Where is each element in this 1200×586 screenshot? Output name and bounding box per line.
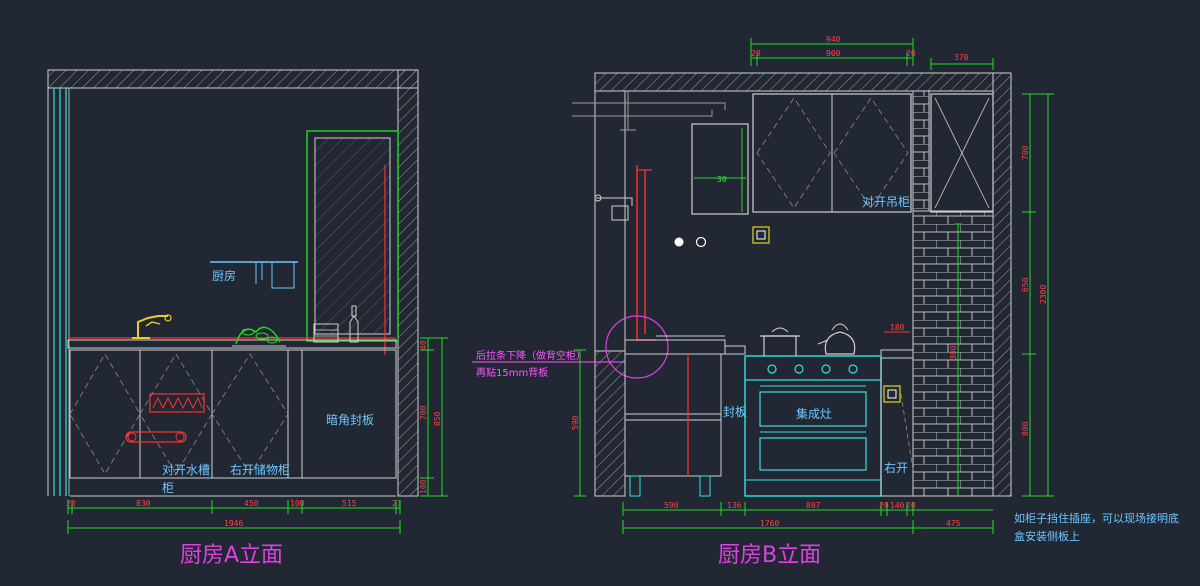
dim-b-t0: 940 (826, 35, 841, 44)
dim-b-s0: 180 (890, 323, 905, 332)
countertop-b (624, 339, 726, 355)
integrated-stove-label: 集成灶 (796, 406, 832, 421)
dim-a-5: 21 (392, 499, 402, 508)
kettle-icon (817, 323, 856, 355)
faucet-icon (132, 314, 172, 339)
brick-wall-b (912, 210, 994, 497)
title-a: 厨房A立面 (180, 543, 283, 568)
elevation-b: 30 对开吊柜 (472, 35, 1179, 568)
dim-b-t4: 370 (954, 53, 969, 62)
dim-a-1: 830 (136, 499, 151, 508)
heater-dim: 30 (717, 175, 727, 184)
dim-b-t2: 900 (826, 49, 841, 58)
storage-cabinet-label: 右开储物柜 (230, 462, 290, 477)
dim-b-b2: 807 (806, 501, 821, 510)
dim-b-l0: 590 (571, 415, 580, 430)
corner-panel-label: 暗角封板 (326, 412, 374, 427)
dim-b-r3: 800 (1021, 421, 1030, 436)
ceiling-wall-b (594, 72, 994, 92)
right-open-label: 右开 (884, 460, 908, 475)
dim-b-s2: 300 (949, 345, 958, 360)
base-cabinet-b (624, 353, 722, 497)
dim-b-r0: 700 (1021, 145, 1030, 160)
highlight-circle (605, 315, 669, 379)
dims-top-b: 940 20 900 20 370 (750, 35, 994, 70)
wall-cabinet-b (752, 93, 912, 213)
dim-a-4: 515 (342, 499, 357, 508)
right-wall-a (397, 69, 419, 497)
note-back-pull-2: 再贴15mm背板 (476, 366, 548, 379)
ductwork-b (572, 91, 726, 131)
ceiling-wall-a (47, 69, 419, 89)
socket-icon-2 (883, 385, 901, 403)
dim-a-r0: 40 (419, 340, 428, 350)
dim-a-total: 1946 (224, 519, 243, 528)
dims-right-a: 40 700 850 100 (419, 337, 448, 497)
rack-label: 厨房 (212, 268, 236, 283)
door-frame-a (53, 88, 70, 496)
right-wall-b (992, 72, 1012, 497)
pot-icon (760, 327, 800, 356)
towel-rack-icon (210, 261, 298, 289)
right-cabinet-b (880, 357, 914, 497)
dim-b-total: 1760 (760, 519, 779, 528)
base-cabinets-a (69, 349, 397, 497)
dim-a-r2: 850 (433, 411, 442, 426)
dim-a-2: 450 (244, 499, 259, 508)
switch-icon-2 (695, 236, 707, 248)
dim-a-r3: 100 (419, 479, 428, 494)
integrated-stove-b (744, 355, 882, 497)
sink-cabinet-label-2: 柜 (162, 481, 174, 495)
wall-cabinet-label: 对开吊柜 (862, 195, 910, 209)
note-socket-1: 如柜子挡住插座，可以现场接明底 (1014, 511, 1179, 525)
dim-b-b0: 590 (664, 501, 679, 510)
socket-icon (752, 226, 770, 244)
dims-right-b: 700 650 2300 800 (1021, 93, 1054, 497)
dim-b-r1: 650 (1021, 277, 1030, 292)
dims-left-b: 590 (571, 349, 586, 497)
dim-b-t3: 20 (906, 49, 916, 58)
water-heater-b: 30 (691, 123, 749, 215)
note-socket-2: 盒安装侧板上 (1014, 529, 1080, 543)
note-back-pull-1: 后拉条下降（做背空柜） (476, 349, 586, 362)
dim-b-extra: 475 (946, 519, 961, 528)
dim-b-t1: 20 (751, 49, 761, 58)
window-a (306, 130, 399, 355)
countertop-a (67, 339, 397, 349)
dim-b-r2: 2300 (1039, 285, 1048, 304)
title-b: 厨房B立面 (718, 543, 821, 568)
hood-box-b (930, 93, 994, 213)
switch-icon (674, 237, 684, 247)
dim-b-b3: 20 (879, 501, 889, 510)
dims-bottom-b: 590 136 807 20 140 20 1760 475 (622, 501, 994, 534)
dim-b-b5: 20 (906, 501, 916, 510)
dim-a-r1: 700 (419, 405, 428, 420)
dim-b-b4: 140 (890, 501, 905, 510)
dim-a-3: 100 (290, 499, 305, 508)
kitchen-items-icon (313, 305, 359, 343)
sink-drain-a (125, 393, 205, 443)
dim-b-b1: 136 (727, 501, 742, 510)
dims-bottom-a: 20 830 450 100 515 21 1946 (66, 499, 402, 534)
sink-cabinet-label: 对开水槽 (162, 463, 210, 477)
elevation-a: 厨房 对开水槽 柜 右开储物柜 暗角封板 20 830 450 100 515 … (47, 69, 448, 568)
dim-a-0: 20 (66, 499, 76, 508)
seal-panel-label: 封板 (723, 405, 747, 419)
plant-icon (232, 326, 286, 347)
